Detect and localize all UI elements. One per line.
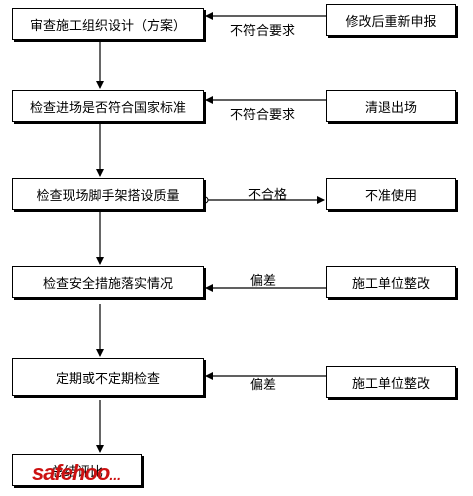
side-box-label: 施工单位整改 bbox=[351, 276, 430, 292]
main-box-check-entry: 检查进场是否符合国家标准 bbox=[12, 90, 204, 122]
edge-label-unqualified: 不合格 bbox=[248, 188, 288, 203]
main-box-review-plan: 审查施工组织设计（方案） bbox=[12, 8, 204, 40]
edge-label-deviation-2: 偏差 bbox=[250, 378, 277, 393]
side-box-resubmit: 修改后重新申报 bbox=[326, 4, 456, 36]
side-box-no-use: 不准使用 bbox=[326, 178, 456, 210]
watermark-logo: safehoo... bbox=[32, 460, 121, 486]
watermark-suffix: ... bbox=[109, 467, 122, 483]
edge-label-noncompliant-1: 不符合要求 bbox=[230, 24, 296, 39]
main-box-check-safety: 检查安全措施落实情况 bbox=[12, 266, 204, 298]
side-box-label: 清退出场 bbox=[364, 100, 417, 116]
side-box-label: 施工单位整改 bbox=[351, 376, 430, 392]
main-box-label: 检查进场是否符合国家标准 bbox=[29, 100, 186, 116]
main-box-label: 定期或不定期检查 bbox=[55, 371, 160, 387]
main-box-summary: 总结评比 bbox=[12, 454, 142, 486]
edge-label-deviation-1: 偏差 bbox=[250, 274, 277, 289]
watermark-brand: safehoo bbox=[32, 460, 110, 485]
side-box-rectify-2: 施工单位整改 bbox=[326, 366, 456, 398]
main-box-label: 总结评比 bbox=[50, 464, 103, 480]
main-box-label: 检查现场脚手架搭设质量 bbox=[36, 188, 180, 204]
side-box-label: 不准使用 bbox=[364, 188, 417, 204]
side-box-label: 修改后重新申报 bbox=[345, 14, 437, 30]
side-box-clear-out: 清退出场 bbox=[326, 90, 456, 122]
main-box-periodic-check: 定期或不定期检查 bbox=[12, 358, 204, 396]
main-box-label: 检查安全措施落实情况 bbox=[42, 276, 173, 292]
side-box-rectify-1: 施工单位整改 bbox=[326, 266, 456, 298]
main-box-check-scaffold: 检查现场脚手架搭设质量 bbox=[12, 178, 204, 210]
edge-label-noncompliant-2: 不符合要求 bbox=[230, 108, 296, 123]
main-box-label: 审查施工组织设计（方案） bbox=[29, 18, 186, 34]
